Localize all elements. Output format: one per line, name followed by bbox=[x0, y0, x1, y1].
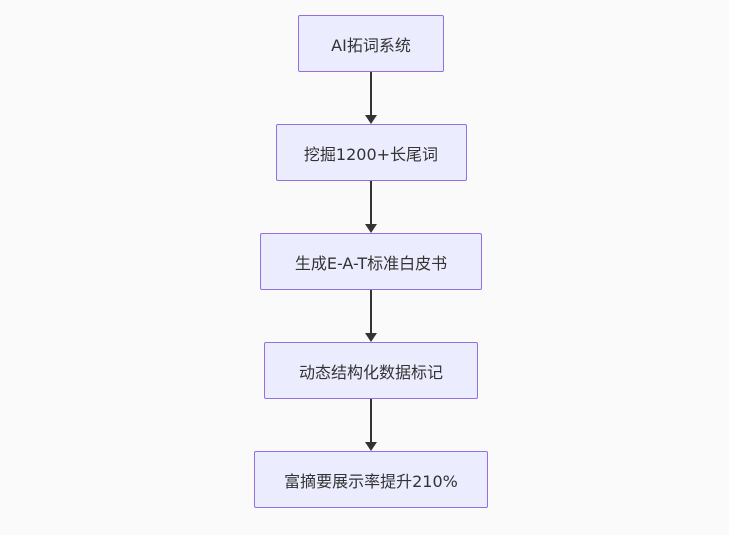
arrow-line bbox=[370, 290, 372, 333]
arrowhead-down-icon bbox=[365, 115, 377, 124]
flowchart-node-eat-whitepaper: 生成E-A-T标准白皮书 bbox=[260, 233, 482, 290]
arrow-line bbox=[370, 399, 372, 442]
arrowhead-down-icon bbox=[365, 224, 377, 233]
flow-arrow-1 bbox=[365, 72, 377, 124]
flowchart-node-longtail-mining: 挖掘1200+长尾词 bbox=[275, 124, 467, 181]
flowchart-node-rich-snippet-rate: 富摘要展示率提升210% bbox=[254, 451, 488, 508]
node-label: 生成E-A-T标准白皮书 bbox=[294, 253, 448, 273]
node-label: 挖掘1200+长尾词 bbox=[303, 144, 439, 164]
arrow-line bbox=[370, 72, 372, 115]
node-label: 富摘要展示率提升210% bbox=[284, 471, 458, 491]
flow-arrow-3 bbox=[365, 290, 377, 342]
flowchart-node-structured-data: 动态结构化数据标记 bbox=[264, 342, 478, 399]
arrow-line bbox=[370, 181, 372, 224]
flow-arrow-2 bbox=[365, 181, 377, 233]
flow-arrow-4 bbox=[365, 399, 377, 451]
flowchart-node-ai-keyword-system: AI拓词系统 bbox=[298, 15, 444, 72]
arrowhead-down-icon bbox=[365, 333, 377, 342]
node-label: AI拓词系统 bbox=[331, 35, 411, 55]
arrowhead-down-icon bbox=[365, 442, 377, 451]
node-label: 动态结构化数据标记 bbox=[298, 362, 443, 382]
